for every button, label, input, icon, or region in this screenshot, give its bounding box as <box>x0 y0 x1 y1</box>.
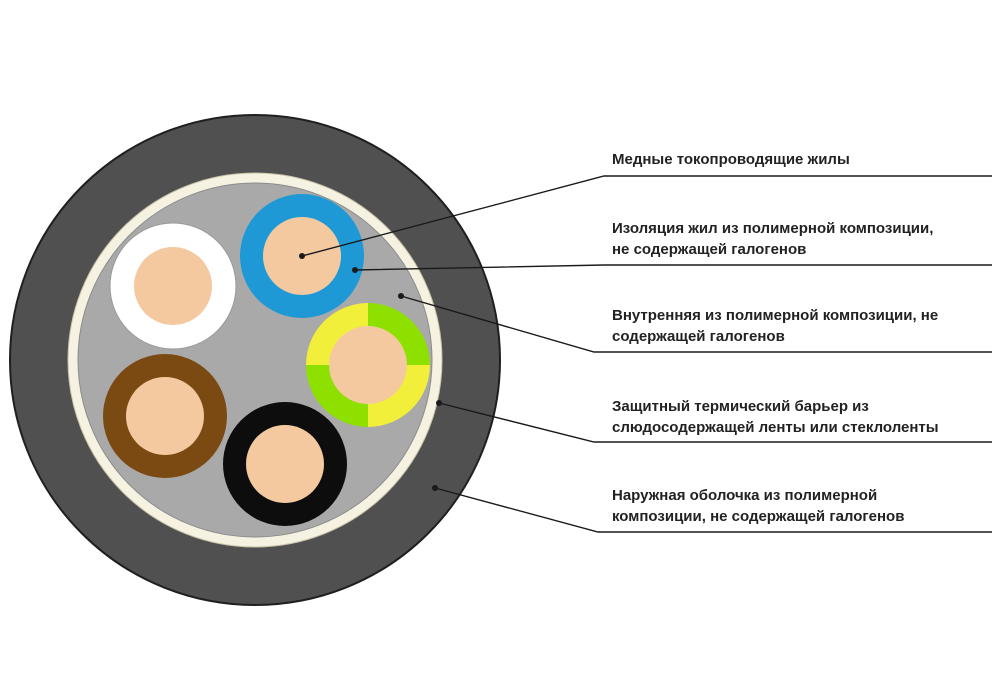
leader-line-copper <box>301 175 992 257</box>
leader-lines <box>299 175 992 533</box>
label-thermal-barrier: слюдосодержащей ленты или стеклоленты <box>612 419 939 436</box>
leader-dot <box>352 267 358 273</box>
copper-conductor <box>329 326 407 404</box>
label-inner-filler: Внутренняя из полимерной композиции, не <box>612 307 938 324</box>
copper-conductor <box>126 377 204 455</box>
leader-dot <box>432 485 438 491</box>
labels: Медные токопроводящие жилы Изоляция жил … <box>612 151 939 525</box>
leader-dot <box>436 400 442 406</box>
copper-conductor <box>134 247 212 325</box>
leader-line-insulation <box>354 264 992 271</box>
core-brown <box>103 354 227 478</box>
leader-dot <box>299 253 305 259</box>
leader-line-sheath <box>434 487 992 533</box>
label-thermal-barrier: Защитный термический барьер из <box>612 398 869 415</box>
label-core-insulation: Изоляция жил из полимерной композиции, <box>612 220 933 237</box>
label-outer-sheath: композиции, не содержащей галогенов <box>612 508 904 525</box>
label-core-insulation: не содержащей галогенов <box>612 241 806 258</box>
label-copper-conductors: Медные токопроводящие жилы <box>612 151 850 168</box>
label-outer-sheath: Наружная оболочка из полимерной <box>612 487 877 504</box>
label-inner-filler: содержащей галогенов <box>612 328 785 345</box>
copper-conductor <box>246 425 324 503</box>
core-black <box>223 402 347 526</box>
leader-line-inner <box>400 295 992 353</box>
core-white <box>109 222 237 350</box>
leader-dot <box>398 293 404 299</box>
leader-line-barrier <box>438 402 992 443</box>
core-green-yellow <box>306 303 430 427</box>
